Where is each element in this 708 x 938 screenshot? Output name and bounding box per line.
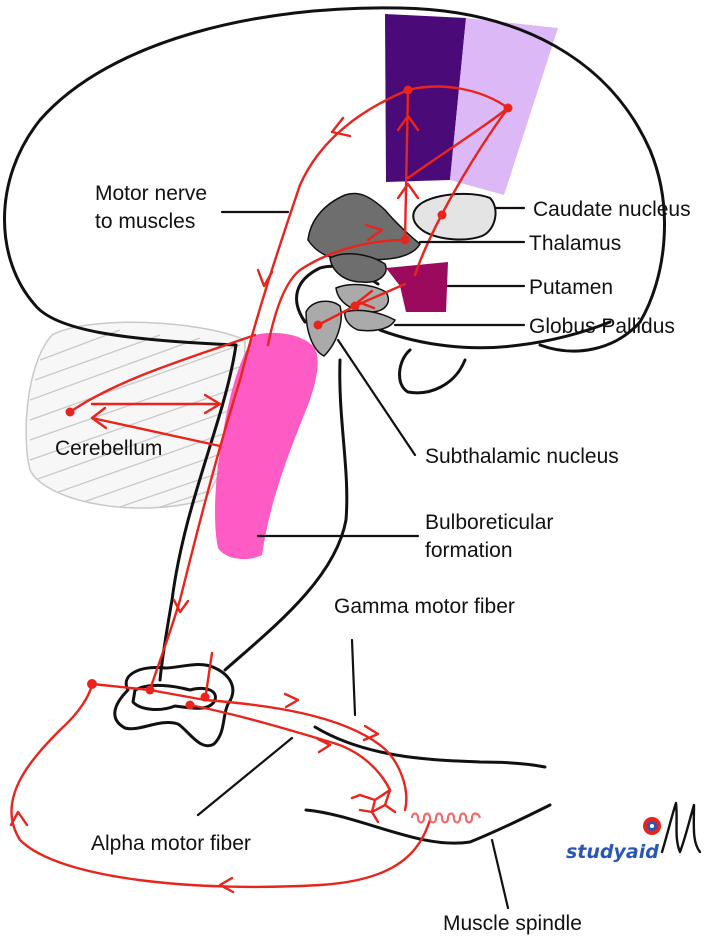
motor-end-plate <box>352 790 395 822</box>
label-motor-nerve-line1: Motor nerve <box>95 182 207 205</box>
logo-gear-icon <box>643 817 661 835</box>
label-thalamus: Thalamus <box>529 232 621 255</box>
logo-signature <box>662 803 700 852</box>
thalamus <box>308 193 420 259</box>
logo-text: studyaid <box>566 841 659 863</box>
medial-fold <box>400 350 465 393</box>
label-globus-pallidus: Globus Pallidus <box>529 315 675 338</box>
studyaid-logo: studyaid <box>566 803 700 863</box>
label-bulboreticular-line2: formation <box>425 539 513 562</box>
label-alpha-motor-fiber: Alpha motor fiber <box>91 832 251 855</box>
label-gamma-motor-fiber: Gamma motor fiber <box>334 595 515 618</box>
brain-outline <box>4 8 664 351</box>
reflex-link <box>150 690 205 700</box>
label-putamen: Putamen <box>529 276 613 299</box>
globus-pallidus-lower <box>345 310 395 330</box>
label-cerebellum: Cerebellum <box>55 437 162 460</box>
label-subthalamic-nucleus: Subthalamic nucleus <box>425 445 619 468</box>
muscle-spindle-coil <box>412 814 480 823</box>
label-motor-nerve-line2: to muscles <box>95 210 195 233</box>
label-muscle-spindle: Muscle spindle <box>443 912 582 935</box>
caudate-nucleus <box>413 194 495 240</box>
muscle-upper-edge <box>315 727 545 767</box>
label-bulboreticular-line1: Bulboreticular <box>425 511 553 534</box>
label-caudate-nucleus: Caudate nucleus <box>533 198 691 221</box>
sensory-afferent <box>11 684 430 887</box>
